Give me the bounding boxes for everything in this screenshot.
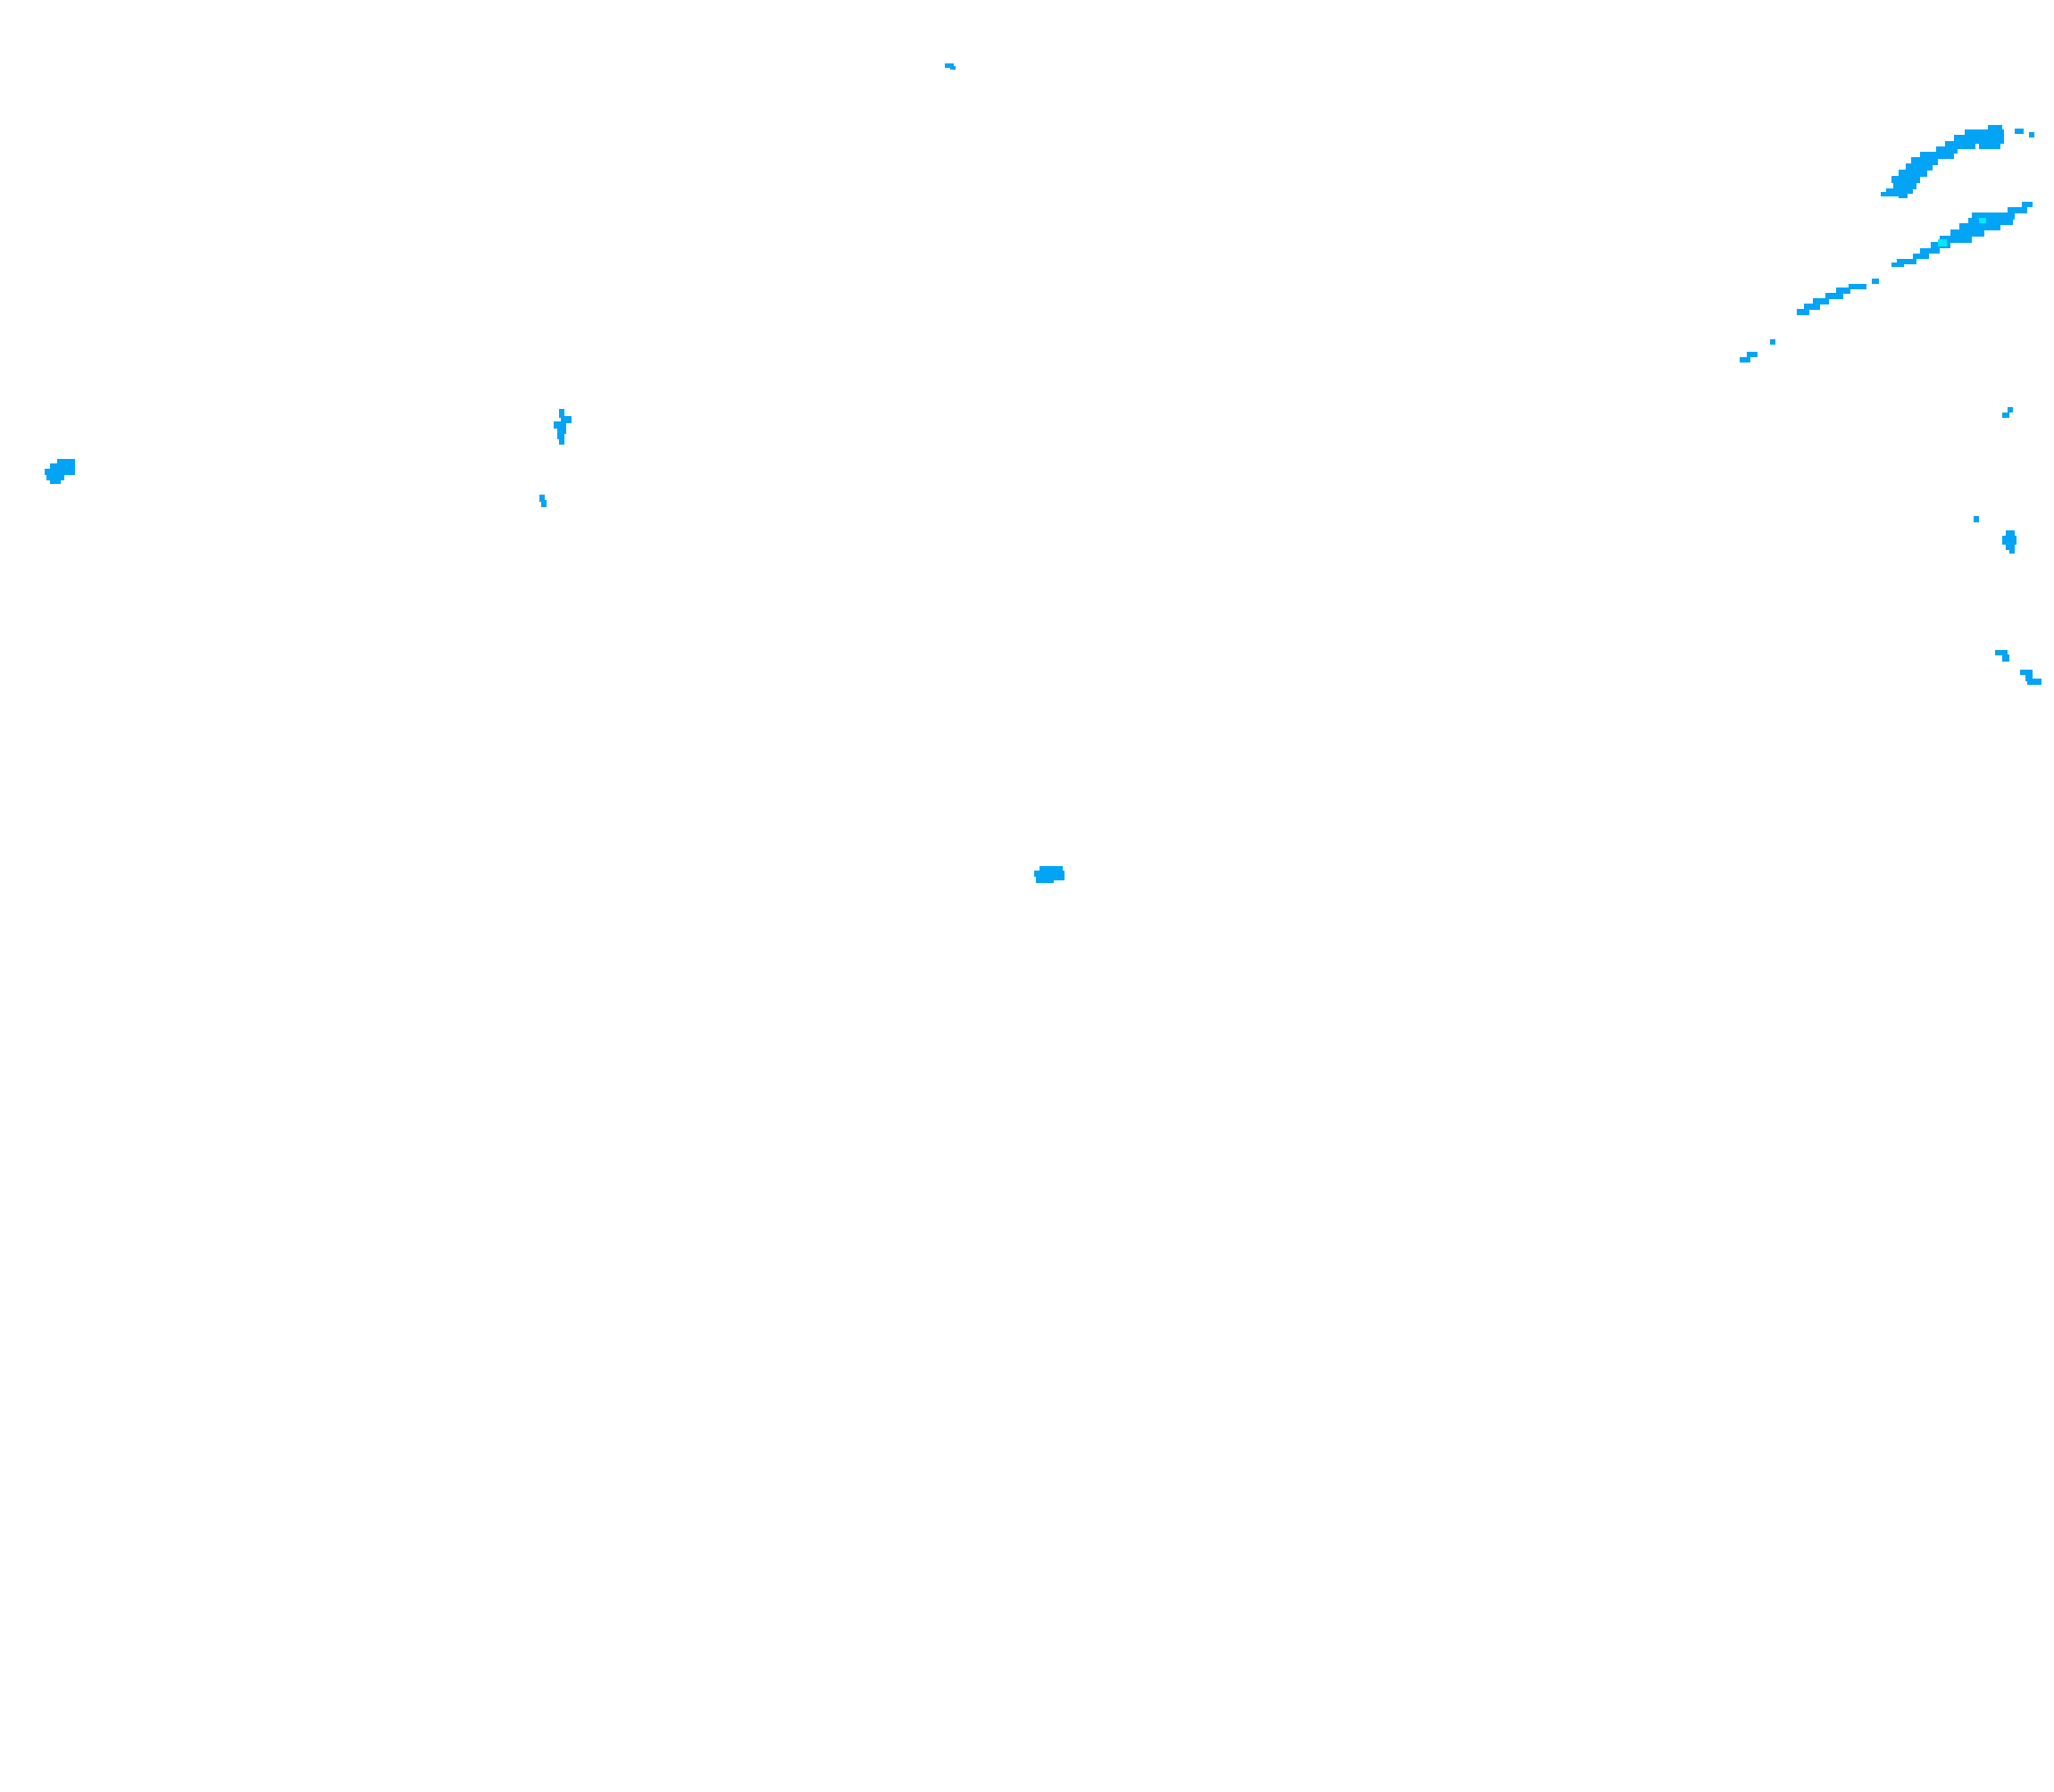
radar-cell-west-cluster [45, 459, 75, 484]
radar-cell-northeast-lower-band [1891, 202, 2033, 267]
radar-cell-central-cluster [1034, 866, 1065, 883]
radar-cell-northeast-streak [1740, 279, 1879, 363]
radar-cell-east-edge-specks [1974, 407, 2041, 685]
radar-cell-north-center-speck [945, 63, 956, 70]
radar-echo-layer [45, 63, 2041, 883]
radar-cell-northeast-upper-band [1881, 125, 2034, 198]
radar-cell-west-central-streak [539, 409, 572, 507]
